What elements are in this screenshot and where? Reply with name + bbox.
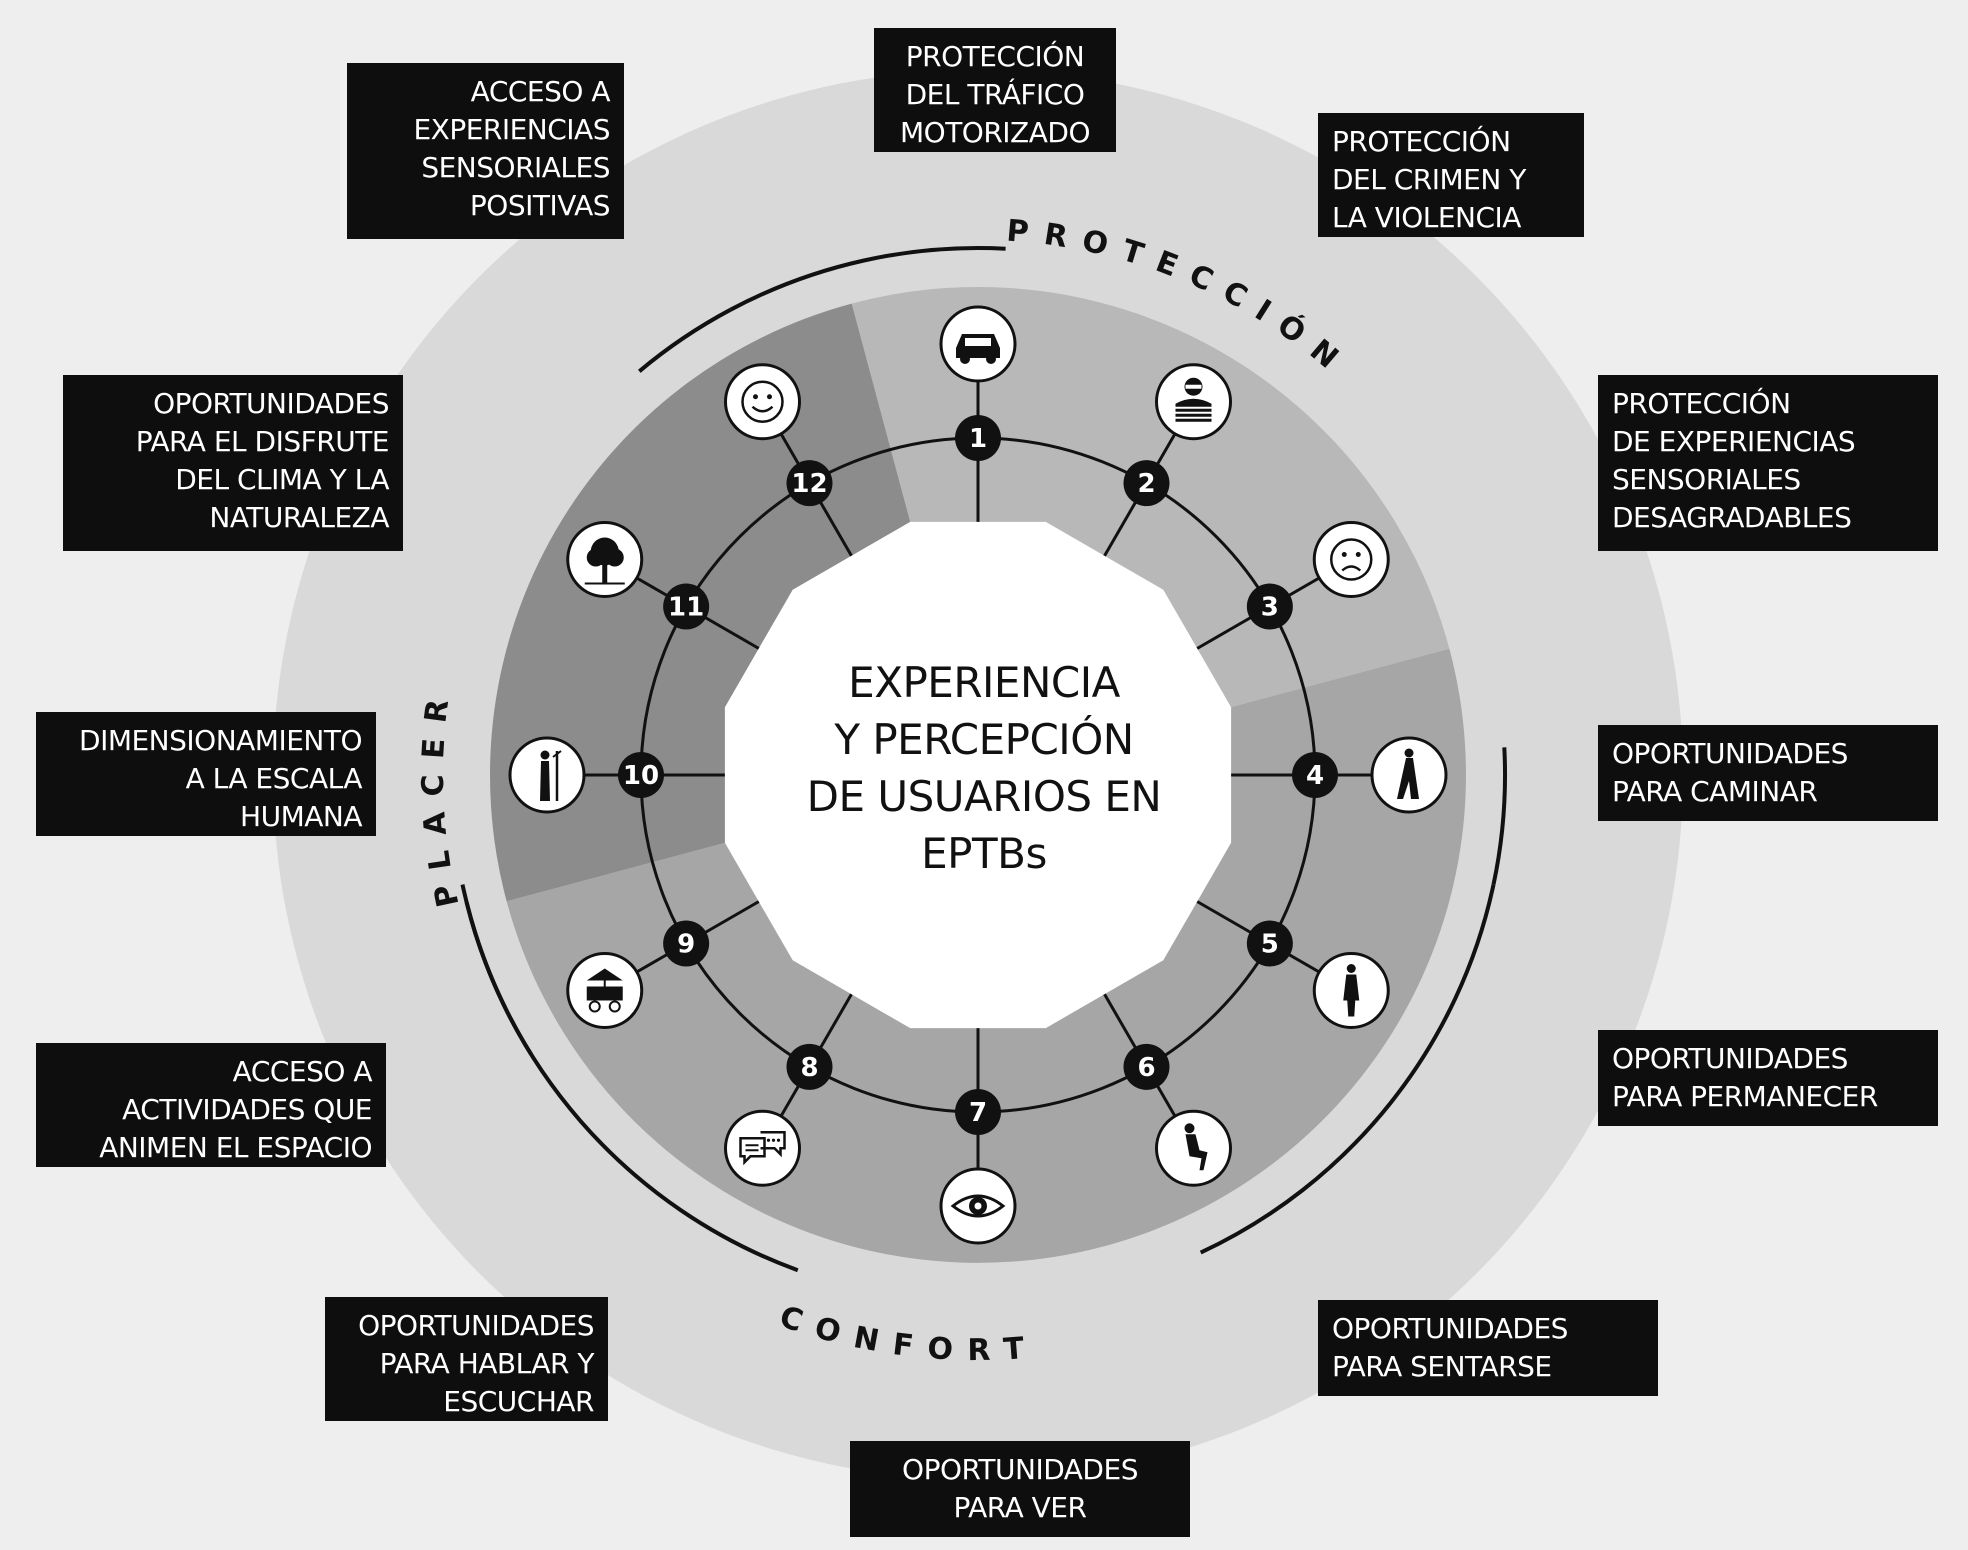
criterion-number-3: 3 [1261,593,1279,623]
vendor-cart-icon [566,952,644,1029]
criterion-node-circle-7 [955,1089,1001,1135]
criterion-node-circle-5 [1246,920,1293,967]
criterion-number-8: 8 [800,1053,818,1083]
category-confort-arc-1 [1199,884,1496,1255]
criterion-node-circle-1 [955,415,1001,461]
criterion-node-3: 3 [1246,583,1293,630]
criterion-node-circle-2 [1123,460,1170,507]
label-criterion-1: PROTECCIÓN DEL TRÁFICO MOTORIZADO [874,28,1116,152]
criterion-number-2: 2 [1137,469,1155,499]
criterion-number-6: 6 [1137,1053,1155,1083]
label-criterion-12: ACCESO A EXPERIENCIAS SENSORIALES POSITI… [347,63,624,239]
speech-bubbles-icon [724,1109,801,1187]
sad-face-icon [1312,521,1390,598]
label-criterion-8: OPORTUNIDADES PARA HABLAR Y ESCUCHAR [325,1297,608,1421]
label-criterion-3: PROTECCIÓN DE EXPERIENCIAS SENSORIALES D… [1598,375,1938,551]
label-criterion-5: OPORTUNIDADES PARA PERMANECER [1598,1030,1938,1126]
criterion-number-5: 5 [1261,930,1279,960]
criterion-number-11: 11 [668,593,704,623]
label-criterion-9: ACCESO A ACTIVIDADES QUE ANIMEN EL ESPAC… [36,1043,386,1167]
category-placer-arc-1 [464,902,533,1056]
criterion-number-1: 1 [969,424,987,454]
criterion-node-circle-9 [663,920,710,967]
category-proteccion-arc-1 [729,246,1006,312]
criterion-number-9: 9 [677,930,695,960]
label-criterion-4: OPORTUNIDADES PARA CAMINAR [1598,725,1938,821]
criterion-node-circle-10 [618,752,664,798]
thief-icon [1155,363,1232,441]
tree-icon [566,521,644,598]
label-criterion-2: PROTECCIÓN DEL CRIMEN Y LA VIOLENCIA [1318,113,1584,237]
criterion-node-9: 9 [663,920,710,967]
criterion-node-circle-4 [1292,752,1338,798]
criterion-number-10: 10 [623,761,659,791]
seated-person-icon [1155,1109,1232,1187]
label-criterion-11: OPORTUNIDADES PARA EL DISFRUTE DEL CLIMA… [63,375,403,551]
criterion-node-2: 2 [1123,460,1170,507]
criterion-node-7: 7 [955,1089,1001,1135]
label-criterion-6: OPORTUNIDADES PARA SENTARSE [1318,1300,1658,1396]
standing-person-icon [1312,952,1390,1029]
criterion-node-5: 5 [1246,920,1293,967]
car-icon [939,305,1017,383]
diagram-title: EXPERIENCIA Y PERCEPCIÓN DE USUARIOS EN … [806,658,1162,878]
category-placer-arc-2 [638,307,732,373]
criterion-node-circle-12 [786,460,833,507]
human-scale-icon [508,736,586,814]
criterion-number-12: 12 [791,469,827,499]
criterion-number-4: 4 [1306,761,1324,791]
criterion-node-12: 12 [786,460,833,507]
category-proteccion-arc-2 [1491,747,1507,886]
label-criterion-10: DIMENSIONAMIENTO A LA ESCALA HUMANA [36,712,376,836]
criterion-node-circle-3 [1246,583,1293,630]
criterion-node-circle-11 [663,583,710,630]
walking-person-icon [1370,736,1448,814]
criterion-node-8: 8 [786,1043,833,1090]
criterion-node-11: 11 [663,583,710,630]
criterion-node-6: 6 [1123,1043,1170,1090]
criterion-node-10: 10 [618,752,664,798]
eye-icon [939,1167,1017,1245]
center-dodecagon [724,521,1232,1029]
criterion-number-7: 7 [969,1098,987,1128]
smiley-face-icon [724,363,801,441]
criterion-node-4: 4 [1292,752,1338,798]
label-criterion-7: OPORTUNIDADES PARA VER [850,1441,1190,1537]
criterion-node-circle-8 [786,1043,833,1090]
criterion-node-circle-6 [1123,1043,1170,1090]
criterion-node-1: 1 [955,415,1001,461]
